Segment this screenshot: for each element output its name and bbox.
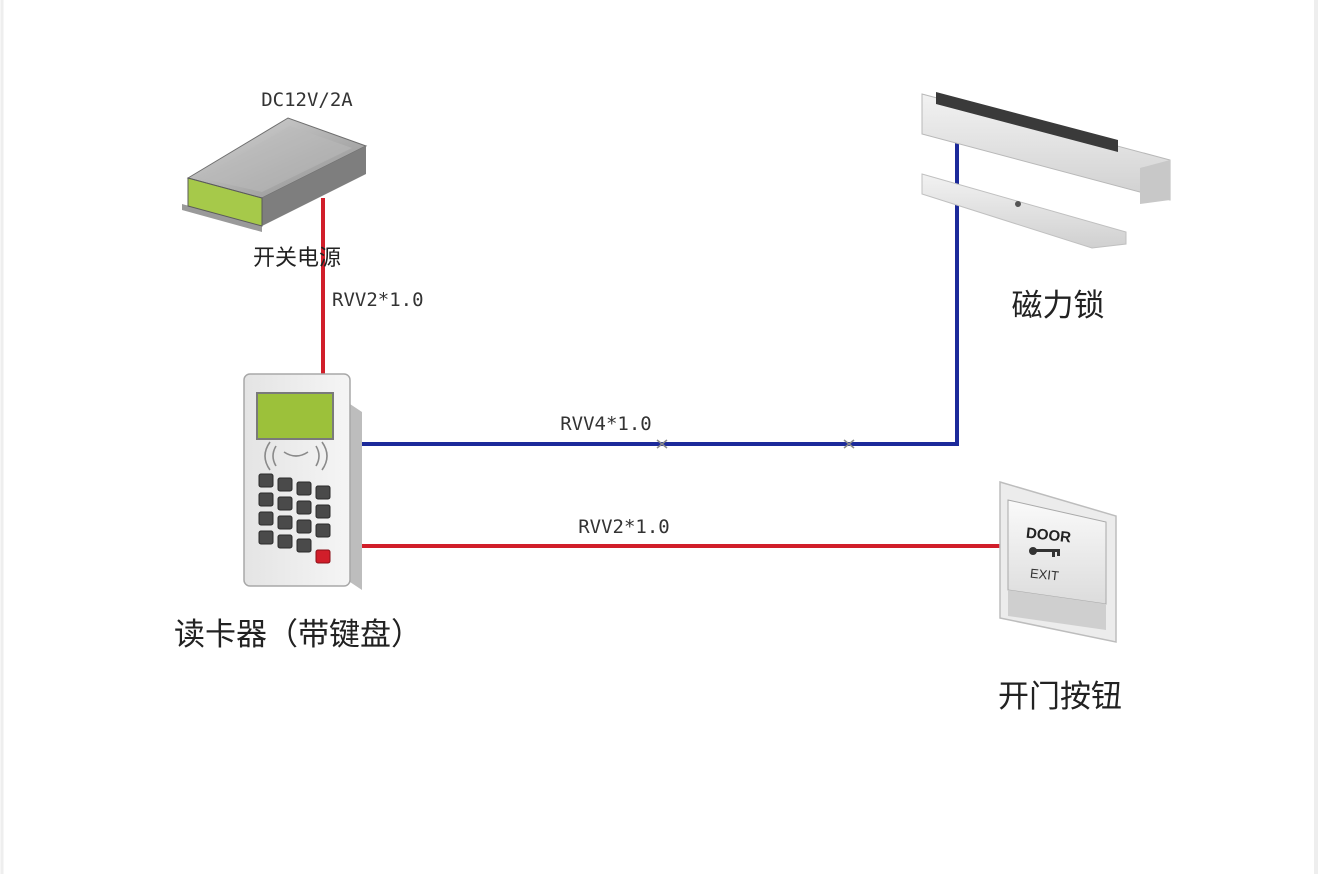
card-reader [243, 373, 362, 590]
exit-button-exit-text: EXIT [1029, 566, 1059, 584]
splice-mark [656, 439, 668, 449]
reader-lcd-screen [256, 392, 334, 440]
power-supply-label: 开关电源 [253, 246, 341, 271]
power-supply [182, 117, 368, 232]
exit-button [999, 480, 1117, 643]
cable-lock-spec: RVV4*1.0 [560, 413, 652, 435]
cable-power-spec: RVV2*1.0 [332, 289, 424, 311]
key-icon [1029, 547, 1060, 557]
wire-reader-to-lock [360, 124, 966, 446]
rfid-wave-icon [264, 441, 328, 471]
mag-lock-label: 磁力锁 [1012, 288, 1105, 324]
magnetic-lock [921, 92, 1171, 249]
card-reader-label: 读卡器（带键盘） [174, 617, 422, 653]
power-supply-spec: DC12V/2A [261, 89, 353, 111]
exit-button-door-text: DOOR [1025, 525, 1072, 547]
exit-button-label: 开门按钮 [998, 679, 1122, 715]
splice-mark [843, 439, 855, 449]
keypad [258, 473, 331, 564]
cable-button-spec: RVV2*1.0 [578, 516, 670, 538]
